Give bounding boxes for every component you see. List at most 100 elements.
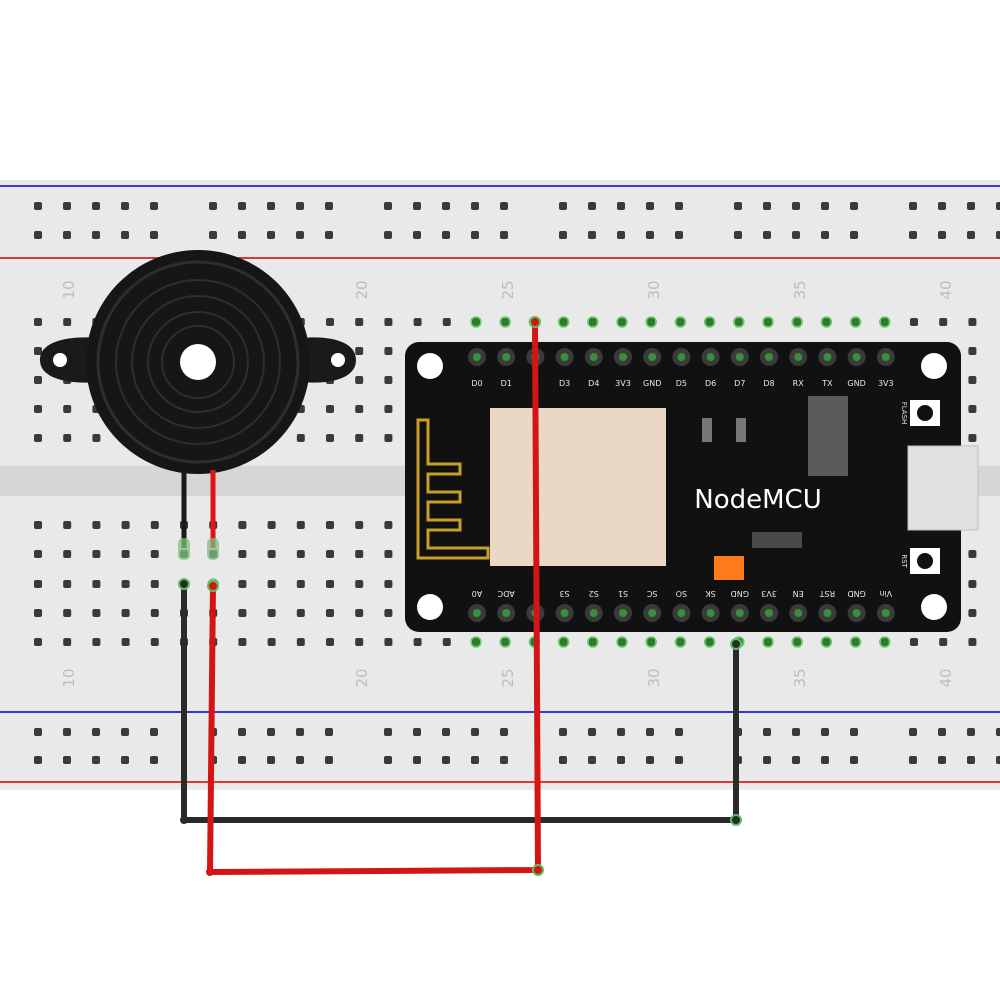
connected-hole-highlight	[849, 636, 862, 648]
breadboard-hole	[296, 609, 305, 617]
header-pin-pad	[648, 609, 657, 617]
breadboard-hole	[880, 638, 889, 646]
breadboard-hole	[968, 434, 977, 442]
connected-hole-highlight	[703, 636, 716, 648]
breadboard-hole	[384, 728, 392, 736]
breadboard-hole	[675, 231, 683, 239]
breadboard-hole	[121, 202, 129, 210]
connected-hole-highlight	[733, 316, 745, 328]
breadboard-hole	[121, 728, 129, 736]
breadboard-hole	[92, 434, 101, 442]
piezo-buzzer[interactable]	[40, 250, 356, 560]
breadboard-hole	[296, 202, 304, 210]
breadboard-hole	[764, 318, 772, 326]
breadboard-hole	[384, 638, 393, 646]
header-pin-pad	[589, 353, 598, 361]
pin-label: D1	[501, 379, 512, 388]
rst-button-cap[interactable]	[917, 553, 933, 569]
header-pin-pad	[677, 353, 686, 361]
breadboard-hole	[384, 202, 392, 210]
breadboard-hole	[92, 550, 101, 558]
breadboard-hole	[442, 756, 450, 764]
breadboard-hole	[822, 318, 831, 326]
pin-label: EN	[793, 589, 804, 598]
bottom-number: 40	[937, 668, 955, 687]
lead-pin-highlight	[178, 538, 190, 560]
header-pin-pad	[619, 353, 627, 361]
breadboard-hole	[472, 638, 480, 646]
breadboard-hole	[63, 638, 72, 646]
breadboard-hole	[821, 756, 829, 764]
header-pin-pad	[735, 353, 744, 361]
wire-endpoint	[529, 316, 541, 328]
breadboard-hole	[734, 318, 743, 326]
breadboard-hole	[793, 638, 802, 646]
header-pin-pad	[735, 609, 744, 617]
breadboard-hole	[296, 638, 305, 646]
micro-usb-connector[interactable]	[907, 445, 979, 531]
breadboard-hole	[355, 580, 364, 588]
pin-label: SO	[676, 589, 687, 598]
pin-label: D8	[763, 379, 774, 388]
breadboard-hole	[442, 202, 450, 210]
connected-hole-highlight	[820, 636, 833, 648]
pin-label: 3V3	[615, 379, 631, 388]
bottom-column-numbers: 10 20 25 30 35 40	[60, 668, 955, 687]
connected-hole-highlight	[645, 316, 657, 328]
pin-label: GND	[847, 589, 865, 598]
header-pin-pad	[648, 353, 657, 361]
wire-bend	[180, 816, 188, 824]
breadboard-hole	[384, 756, 392, 764]
header-pin-pad	[881, 353, 890, 361]
wire-red-signal[interactable]	[207, 321, 541, 875]
header-pin-pad	[852, 353, 861, 361]
pin-label: D5	[676, 379, 687, 388]
connected-hole-highlight	[791, 636, 803, 648]
mounting-hole	[417, 594, 443, 620]
breadboard-hole	[413, 231, 421, 239]
breadboard-hole	[647, 638, 656, 646]
breadboard-hole	[413, 638, 422, 646]
nodemcu-board[interactable]: FLASH RST NodeMCU D0A0D1ADCD3S3D4S23V3S1…	[405, 342, 979, 632]
breadboard-hole	[909, 756, 917, 764]
breadboard-hole	[267, 609, 276, 617]
breadboard-hole	[150, 580, 159, 588]
breadboard-hole	[63, 405, 72, 413]
pin-label: D4	[588, 379, 599, 388]
breadboard-hole	[325, 728, 333, 736]
breadboard-hole	[121, 756, 129, 764]
breadboard-hole	[618, 638, 626, 646]
buzzer-sound-hole	[180, 344, 216, 380]
breadboard-hole	[617, 202, 625, 210]
breadboard-hole	[326, 434, 334, 442]
breadboard-hole	[909, 202, 917, 210]
breadboard-hole	[63, 728, 71, 736]
connected-hole-highlight	[645, 636, 657, 648]
breadboard-hole	[471, 202, 479, 210]
breadboard-hole	[92, 638, 101, 646]
header-pin-pad	[881, 609, 890, 617]
breadboard-hole	[296, 728, 304, 736]
breadboard-hole	[34, 202, 42, 210]
wire-black-gnd[interactable]	[181, 584, 739, 823]
pin-label: 3V3	[761, 589, 777, 598]
breadboard-hole	[92, 756, 100, 764]
connected-hole-highlight	[470, 636, 482, 648]
breadboard-hole	[63, 231, 71, 239]
breadboard-hole	[384, 550, 393, 558]
breadboard-hole	[355, 405, 364, 413]
connected-hole-highlight	[616, 636, 628, 648]
breadboard-hole	[267, 231, 275, 239]
breadboard-hole	[705, 638, 714, 646]
breadboard-hole	[588, 231, 596, 239]
usb-chip	[752, 532, 802, 548]
breadboard-hole	[763, 202, 771, 210]
breadboard-hole	[996, 756, 1000, 764]
breadboard-hole	[442, 638, 451, 646]
breadboard-hole	[238, 550, 247, 558]
breadboard-hole	[209, 202, 217, 210]
breadboard-hole	[267, 638, 276, 646]
flash-button-cap[interactable]	[917, 405, 933, 421]
breadboard-hole	[34, 580, 42, 588]
bottom-number: 10	[60, 668, 78, 687]
